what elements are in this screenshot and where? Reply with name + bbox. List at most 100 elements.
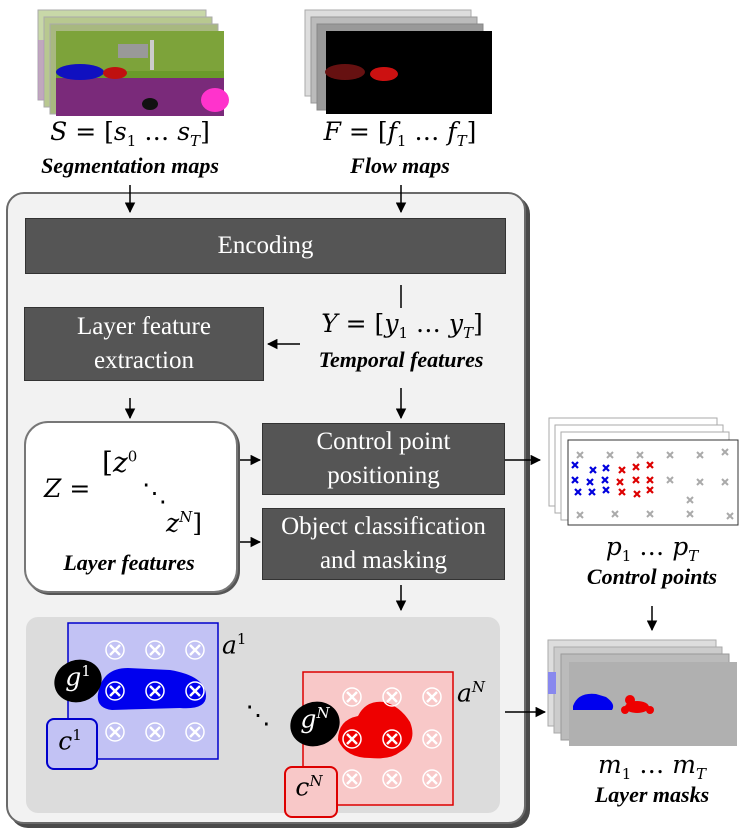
red-grid-cross [426, 773, 438, 785]
red-grid-cross-ring [382, 769, 402, 789]
red-grid-cross [426, 691, 438, 703]
red-control-point [646, 486, 654, 494]
cpp-line1: Control point [316, 428, 451, 455]
blue-control-point [586, 478, 594, 486]
cpp-line2: positioning [327, 462, 440, 489]
encoding-label: Encoding [217, 232, 314, 259]
red-grid-cross-ring [422, 687, 442, 707]
control-point-positioning-block: Control point positioning [262, 423, 505, 495]
red-grid-cross-ring [342, 769, 362, 789]
class-N-label: cN [295, 772, 323, 802]
flow-stack-image [304, 9, 492, 114]
encoding-block: Encoding [25, 218, 506, 274]
red-control-point [646, 476, 654, 484]
alpha-1-label: a1 [222, 630, 247, 660]
blue-grid-cross [189, 726, 201, 738]
temporal-formula: Y = [y1 … yT] [321, 309, 483, 342]
red-grid-cross-ring [342, 729, 362, 749]
blue-grid-cross [109, 644, 121, 656]
red-grid-cross-ring [422, 769, 442, 789]
grey-control-point [721, 478, 729, 486]
grey-control-point [726, 512, 734, 520]
layers-ellipsis: ⋱ [245, 700, 271, 729]
grey-control-point [721, 448, 729, 456]
temporal-caption: Temporal features [318, 347, 484, 372]
class-N-badge [284, 766, 338, 818]
blue-grid-cross [189, 644, 201, 656]
flow-formula: F = [f1 … fT] [323, 117, 477, 150]
red-control-point [616, 478, 624, 486]
control-points-caption: Control points [586, 564, 718, 589]
red-grid-cross [346, 733, 358, 745]
grey-control-point [576, 451, 584, 459]
blue-control-point [574, 488, 582, 496]
blue-grid-cross-ring [145, 681, 165, 701]
grey-control-point [636, 451, 644, 459]
blue-grid-cross [189, 685, 201, 697]
blue-control-point [571, 461, 579, 469]
blue-grid-cross [109, 685, 121, 697]
glyph-N-label: gN [300, 704, 330, 734]
red-control-point [618, 488, 626, 496]
red-grid-cross-ring [382, 729, 402, 749]
blue-grid-cross [149, 726, 161, 738]
grey-control-point [666, 451, 674, 459]
red-grid-cross [346, 691, 358, 703]
grey-control-point [606, 451, 614, 459]
blue-grid-cross-ring [185, 640, 205, 660]
layer-feature-extraction-block: Layer feature extraction [24, 307, 264, 381]
grey-control-point [576, 511, 584, 519]
blue-grid-cross-ring [185, 722, 205, 742]
blue-grid-cross-ring [185, 681, 205, 701]
red-grid-cross [386, 733, 398, 745]
blue-control-point [589, 466, 597, 474]
segmentation-formula: S = [s1 … sT] [50, 117, 210, 150]
blue-control-point [588, 488, 596, 496]
blue-control-point [602, 486, 610, 494]
layer-masks-formula: m1 … mT [598, 750, 706, 783]
flow-caption: Flow maps [350, 153, 450, 178]
grey-control-point [686, 496, 694, 504]
oc-line2: and masking [319, 547, 448, 574]
layer-features-formula: Z = [z0 ⋱ zN] [44, 446, 203, 538]
layer-masks-caption: Layer masks [594, 782, 710, 807]
red-control-point [646, 461, 654, 469]
segmentation-stack-image [37, 9, 229, 116]
red-grid-cross [386, 773, 398, 785]
blue-control-point [602, 464, 610, 472]
red-grid-cross [386, 691, 398, 703]
red-control-point [632, 476, 640, 484]
lfe-line1: Layer feature [77, 313, 211, 340]
blue-control-point [601, 476, 609, 484]
red-grid-cross [346, 773, 358, 785]
blue-grid-cross-ring [105, 722, 125, 742]
class-1-badge [46, 718, 98, 770]
blue-grid-cross [149, 685, 161, 697]
red-grid-cross [426, 733, 438, 745]
red-grid-cross-ring [342, 687, 362, 707]
blue-grid-cross-ring [145, 640, 165, 660]
segmentation-caption: Segmentation maps [41, 153, 219, 178]
layer-features-caption: Layer features [63, 550, 195, 575]
grey-control-point [696, 478, 704, 486]
layer-features-box [24, 421, 238, 593]
lfe-line2: extraction [94, 347, 194, 374]
blue-grid-cross-ring [105, 681, 125, 701]
alpha-N-label: aN [457, 678, 486, 708]
grey-control-point [611, 510, 619, 518]
oc-line1: Object classification [281, 513, 486, 540]
glyph-1-label: g1 [65, 662, 91, 692]
layer-masks-stack-image [547, 639, 737, 746]
grey-control-point [666, 476, 674, 484]
class-1-label: c1 [58, 726, 82, 756]
red-control-point [632, 463, 640, 471]
red-control-point [633, 490, 641, 498]
red-grid-cross-ring [382, 687, 402, 707]
red-control-point [618, 466, 626, 474]
blue-grid-cross [109, 726, 121, 738]
grey-control-point [646, 510, 654, 518]
grey-control-point [686, 510, 694, 518]
blue-grid-cross [149, 644, 161, 656]
grey-control-point [696, 451, 704, 459]
